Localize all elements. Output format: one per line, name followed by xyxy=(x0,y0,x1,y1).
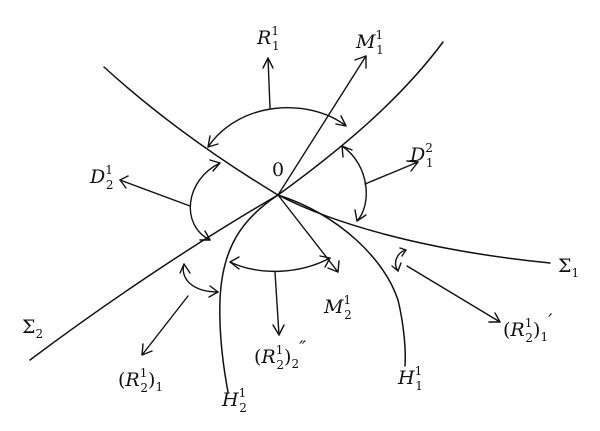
arrowhead-r2-1-sub2pp xyxy=(272,324,285,336)
arrowhead-d1-2 xyxy=(406,160,419,172)
arc-top-head-right xyxy=(335,115,347,127)
arrowhead-m2-1 xyxy=(327,260,340,273)
arc-lower-left-head-top xyxy=(179,263,191,274)
arrowhead-d2-1 xyxy=(119,175,129,189)
vector-d1-2 xyxy=(364,161,419,185)
vector-r1-1 xyxy=(267,57,271,109)
arc-right xyxy=(341,145,367,222)
vector-r2-1-sub2pp xyxy=(274,271,280,336)
label-sigma-1: Σ1 xyxy=(558,255,579,280)
arc-lower-right xyxy=(394,249,407,272)
vector-r2-1-sub1p xyxy=(406,265,501,323)
vector-d2-1 xyxy=(119,179,191,207)
curve-sigma-1 xyxy=(103,66,551,264)
label-sigma-2: Σ2 xyxy=(22,316,43,341)
curve-h2-1 xyxy=(219,194,279,393)
label-origin: 0 xyxy=(272,159,284,181)
arc-bottom-head-left xyxy=(229,256,240,270)
curve-h1-1 xyxy=(277,194,406,367)
arrowhead-m1-1 xyxy=(354,55,367,69)
arc-right-head-bottom xyxy=(354,209,367,222)
arc-lower-right-head-top xyxy=(399,247,407,257)
arc-bottom-head-right xyxy=(319,255,331,268)
ray-m1-1 xyxy=(277,55,367,196)
arrowhead-r1-1 xyxy=(262,57,274,69)
arc-lower-left xyxy=(182,263,219,293)
arc-lower-left-head-right xyxy=(208,285,219,298)
arc-bottom xyxy=(229,257,331,273)
arc-top xyxy=(207,107,347,148)
arc-left xyxy=(189,162,221,241)
arc-left-head-top xyxy=(209,159,221,172)
vector-r2-1-sub1 xyxy=(141,295,189,356)
arrowhead-r2-1-sub1p xyxy=(488,312,501,323)
arc-lower-right-head-bottom xyxy=(391,262,402,272)
arc-right-head-top xyxy=(341,145,353,158)
curve-sigma-2 xyxy=(29,41,444,361)
arc-left-head-bottom xyxy=(199,230,211,241)
arc-top-head-left xyxy=(207,135,219,148)
arrowhead-r2-1-sub1 xyxy=(141,343,153,356)
